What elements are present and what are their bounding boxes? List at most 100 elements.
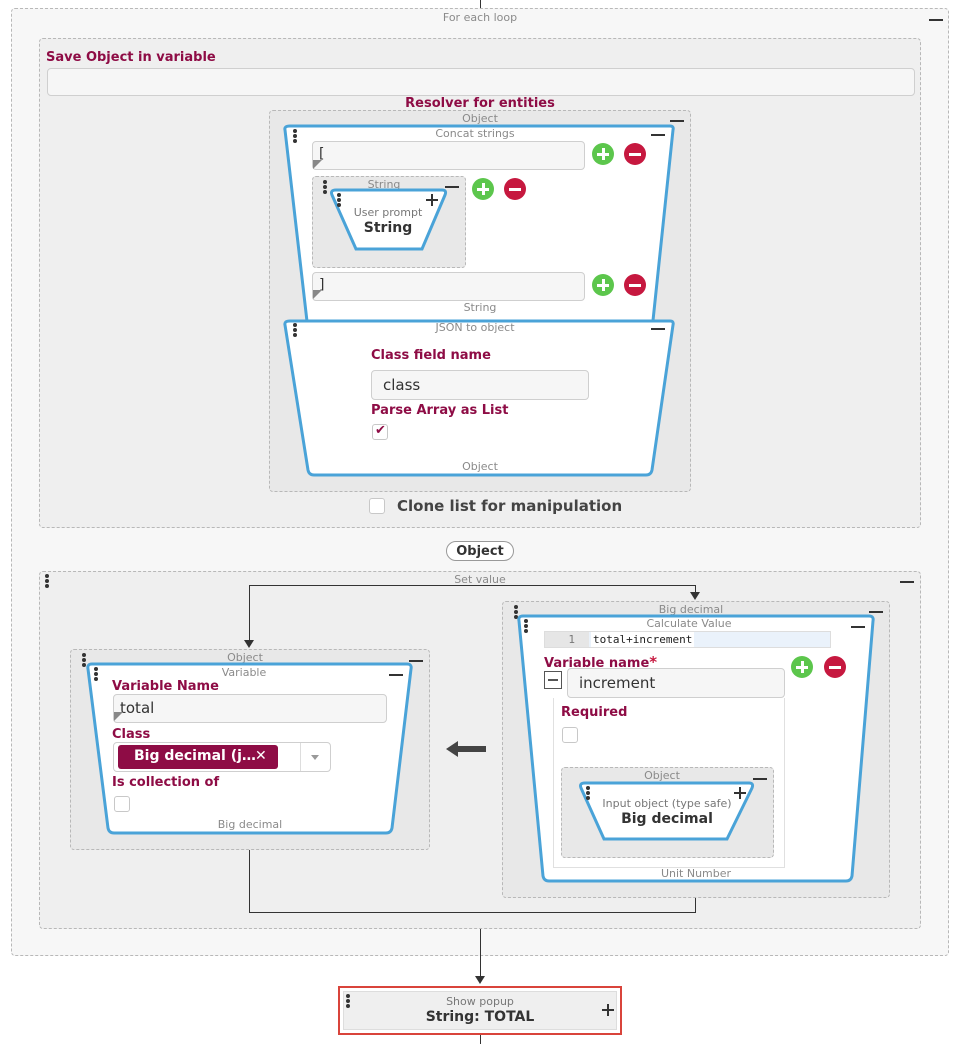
remove-button[interactable] <box>624 143 646 165</box>
collection-checkbox[interactable] <box>114 796 130 812</box>
assign-arrow-icon <box>446 737 486 761</box>
show-popup-block[interactable]: Show popup String: TOTAL <box>338 986 622 1035</box>
class-tag-label: Big decimal (j… <box>134 748 256 764</box>
expand-icon-v <box>739 787 741 799</box>
drag-handle-icon[interactable] <box>524 619 528 634</box>
save-object-label: Save Object in variable <box>46 50 216 65</box>
parse-array-checkbox[interactable]: ✔ <box>372 423 388 440</box>
calculate-value-title: Calculate Value <box>646 617 732 630</box>
resize-handle-icon[interactable] <box>114 712 123 721</box>
drag-handle-icon[interactable] <box>82 653 86 668</box>
string-block-title: String <box>367 178 401 191</box>
expand-icon-v <box>607 1004 609 1016</box>
resolver-label: Resolver for entities <box>405 96 555 111</box>
collapse-icon[interactable] <box>651 134 665 136</box>
drag-handle-icon[interactable] <box>293 129 297 144</box>
variable-name-input[interactable]: total <box>113 694 387 723</box>
left-object-title: Object <box>227 651 263 664</box>
drag-handle-icon[interactable] <box>337 193 341 208</box>
variable-footer: Big decimal <box>217 818 283 831</box>
add-button[interactable] <box>791 656 813 678</box>
save-object-input[interactable] <box>47 68 915 96</box>
resolver-object-title: Object <box>462 112 498 125</box>
connector-line <box>695 585 696 595</box>
collapse-icon[interactable] <box>851 626 865 628</box>
json-to-object-footer: Object <box>462 460 498 473</box>
increment-name-input[interactable]: increment <box>567 668 785 698</box>
input-object-main: Big decimal <box>621 811 713 827</box>
code-editor[interactable]: 1 total+increment <box>544 631 831 648</box>
object-type-pill: Object <box>446 541 514 561</box>
drag-handle-icon[interactable] <box>514 605 518 620</box>
class-tag: Big decimal (j… ✕ <box>118 745 278 769</box>
remove-button[interactable] <box>624 274 646 296</box>
concat-footer: String <box>463 301 497 314</box>
bigdecimal-title: Big decimal <box>658 603 724 616</box>
line-number: 1 <box>545 632 589 647</box>
clone-list-label: Clone list for manipulation <box>397 497 623 515</box>
collapse-icon[interactable] <box>869 611 883 613</box>
variable-name-label: Variable name* <box>544 653 658 671</box>
required-checkbox[interactable] <box>562 727 578 743</box>
connector-line <box>249 585 696 586</box>
drag-handle-icon[interactable] <box>586 786 590 801</box>
set-value-title: Set value <box>454 573 506 586</box>
expand-icon-v <box>431 194 433 206</box>
concat-strings-title: Concat strings <box>435 127 515 140</box>
resize-handle-icon[interactable] <box>313 160 322 169</box>
collapse-toggle-icon[interactable] <box>544 671 562 689</box>
collection-label: Is collection of <box>112 775 220 790</box>
select-divider <box>300 743 301 771</box>
input-object-title: Object <box>644 769 680 782</box>
required-label: Required <box>561 705 628 720</box>
class-select[interactable]: Big decimal (j… ✕ <box>113 742 331 772</box>
add-button[interactable] <box>592 274 614 296</box>
for-each-loop-title: For each loop <box>442 11 518 24</box>
resize-handle-icon[interactable] <box>313 290 322 299</box>
user-prompt-sub: User prompt <box>353 206 423 219</box>
variable-title: Variable <box>221 666 267 679</box>
clone-list-checkbox[interactable] <box>369 498 385 514</box>
connector-line <box>249 585 250 643</box>
remove-tag-icon[interactable]: ✕ <box>255 748 267 764</box>
concat-first-input[interactable]: [ <box>312 141 585 170</box>
arrowhead <box>244 640 254 648</box>
collapse-icon[interactable] <box>389 674 403 676</box>
arrowhead <box>690 592 700 600</box>
collapse-icon[interactable] <box>929 19 943 21</box>
collapse-icon[interactable] <box>651 328 665 330</box>
concat-last-input[interactable]: ] <box>312 272 585 301</box>
connector-line <box>480 1035 481 1044</box>
collapse-icon[interactable] <box>753 778 767 780</box>
class-label: Class <box>112 727 151 742</box>
input-object-sub: Input object (type safe) <box>602 797 732 810</box>
chevron-down-icon[interactable] <box>311 755 319 760</box>
remove-button[interactable] <box>504 178 526 200</box>
collapse-icon[interactable] <box>670 120 684 122</box>
code-text: total+increment <box>591 632 695 647</box>
show-popup-value: String: TOTAL <box>425 1009 535 1025</box>
arrowhead <box>475 976 485 984</box>
variable-name-label: Variable Name <box>112 679 219 694</box>
drag-handle-icon[interactable] <box>346 994 350 1009</box>
drag-handle-icon[interactable] <box>323 180 327 195</box>
remove-button[interactable] <box>824 656 846 678</box>
connector-line <box>480 929 481 979</box>
checkmark-icon: ✔ <box>375 423 386 438</box>
add-button[interactable] <box>592 143 614 165</box>
drag-handle-icon[interactable] <box>45 574 49 589</box>
calculate-footer: Unit Number <box>660 867 732 880</box>
show-popup-title: Show popup <box>446 995 514 1008</box>
connector-line <box>249 850 250 913</box>
collapse-icon[interactable] <box>900 581 914 583</box>
drag-handle-icon[interactable] <box>293 323 297 338</box>
add-button[interactable] <box>472 178 494 200</box>
drag-handle-icon[interactable] <box>94 667 98 682</box>
collapse-icon[interactable] <box>409 660 423 662</box>
class-field-input[interactable]: class <box>371 370 589 400</box>
connector-line <box>695 898 696 913</box>
collapse-icon[interactable] <box>445 186 459 188</box>
user-prompt-main: String <box>363 220 413 236</box>
